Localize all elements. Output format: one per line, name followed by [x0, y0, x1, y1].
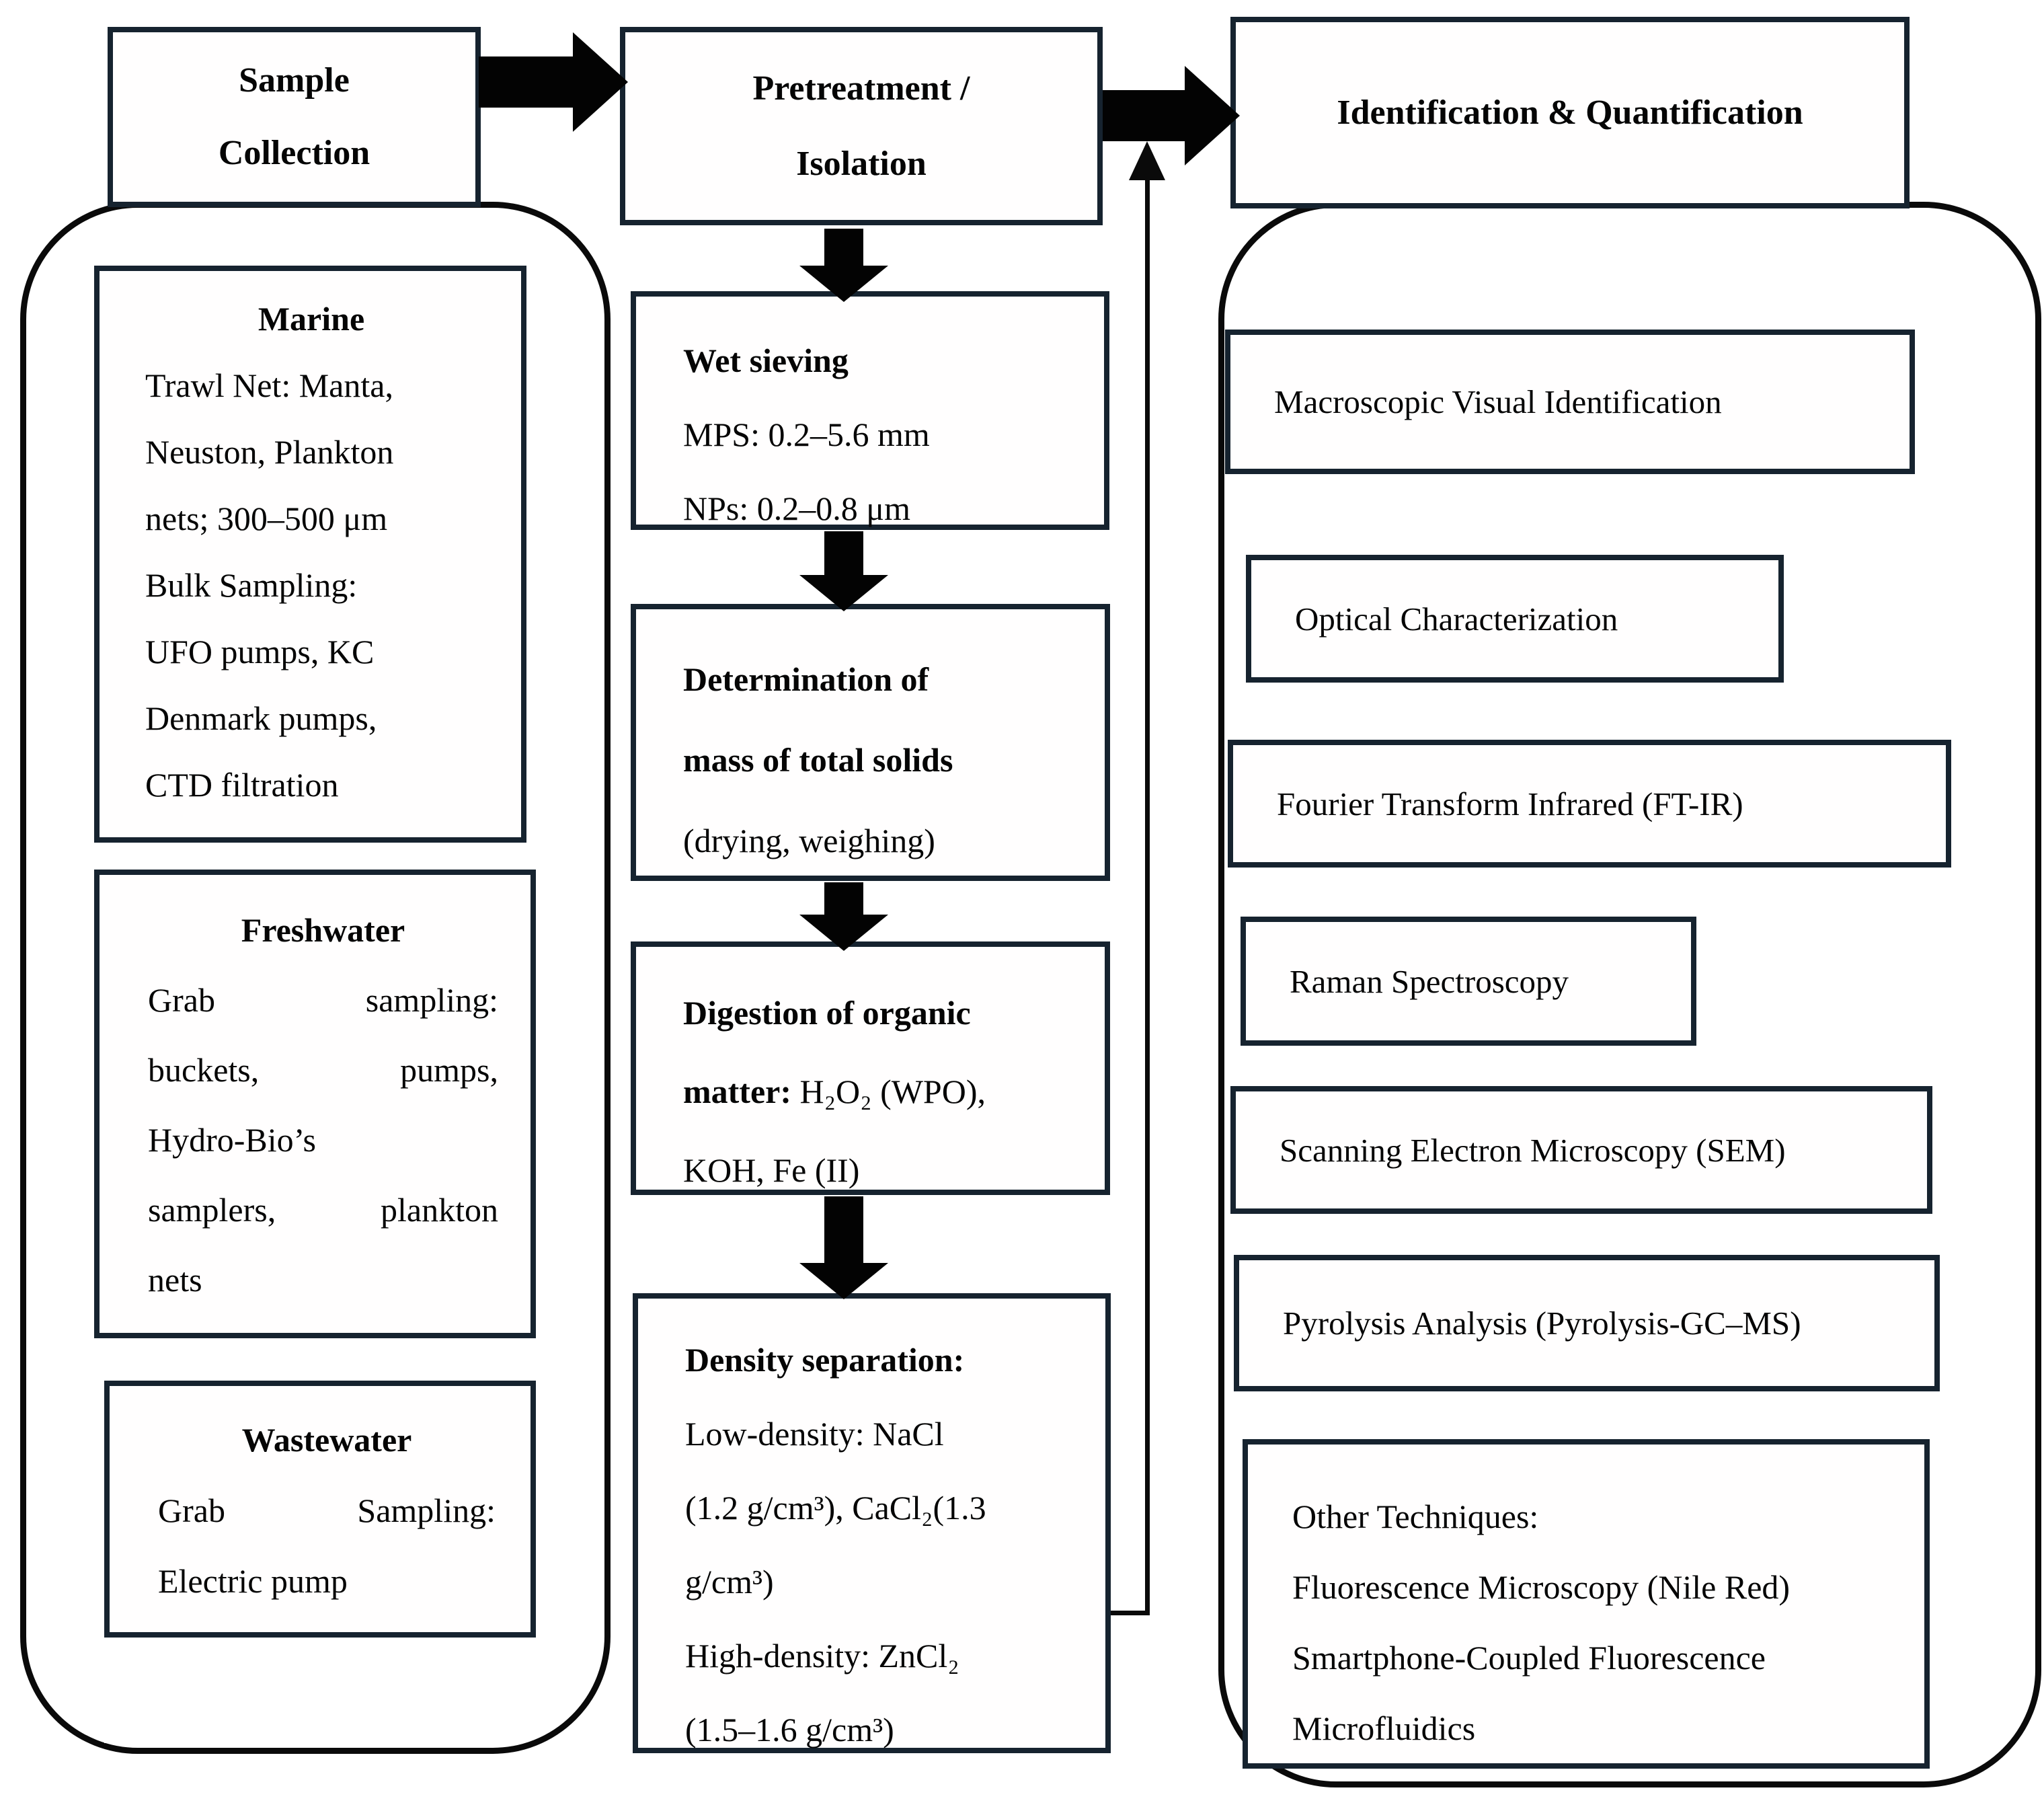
- freshwater-line: buckets, pumps,: [148, 1051, 498, 1089]
- box-pyrolysis: Pyrolysis Analysis (Pyrolysis-GC–MS): [1234, 1255, 1940, 1391]
- density-line: Low-density: NaCl: [685, 1415, 944, 1453]
- wastewater-line: Grab Sampling:: [158, 1492, 496, 1529]
- box-optical-characterization: Optical Characterization: [1246, 555, 1784, 683]
- ftir-label: Fourier Transform Infrared (FT-IR): [1277, 785, 1743, 822]
- density-line: (1.2 g/cm³), CaCl₂(1.3: [685, 1489, 986, 1527]
- arrow-to-density-head-icon: [799, 1263, 888, 1299]
- arrow-to-density-shaft: [824, 1196, 863, 1263]
- box-density-separation: Density separation: Low-density: NaCl (1…: [633, 1293, 1111, 1753]
- box-sem: Scanning Electron Microscopy (SEM): [1230, 1086, 1932, 1214]
- box-macroscopic-visual-identification: Macroscopic Visual Identification: [1225, 330, 1915, 474]
- box-wet-sieving: Wet sieving MPS: 0.2–5.6 mm NPs: 0.2–0.8…: [631, 291, 1109, 530]
- arrow-to-digestion-head-icon: [799, 915, 888, 951]
- macroscopic-label: Macroscopic Visual Identification: [1274, 383, 1722, 420]
- arrow-pretreatment-to-identification-head-icon: [1185, 66, 1240, 165]
- left-container-bottom-gap: [104, 1732, 501, 1743]
- box-pretreatment-isolation: Pretreatment / Isolation: [620, 27, 1103, 225]
- optical-label: Optical Characterization: [1295, 600, 1618, 638]
- arrow-to-digestion-shaft: [824, 882, 863, 915]
- right-container-bottom-gap: [1341, 1766, 1873, 1777]
- digestion-line: matter: H₂O₂ (WPO),: [683, 1052, 1091, 1131]
- sem-label: Scanning Electron Microscopy (SEM): [1280, 1131, 1786, 1169]
- marine-line: nets; 300–500 μm: [145, 500, 388, 537]
- box-determination: Determination of mass of total solids (d…: [631, 604, 1110, 881]
- freshwater-heading: Freshwater: [241, 911, 405, 949]
- digestion-heading-inline: matter:: [683, 1073, 791, 1110]
- other-techniques-line: Fluorescence Microscopy (Nile Red): [1292, 1568, 1791, 1606]
- freshwater-line: Grab sampling:: [148, 981, 498, 1019]
- arrow-sample-to-pretreatment-head-icon: [573, 32, 628, 132]
- arrow-sample-to-pretreatment-shaft: [479, 56, 573, 108]
- sample-collection-title: Sample Collection: [218, 61, 370, 172]
- determination-heading: Determination of: [683, 660, 929, 698]
- box-ftir: Fourier Transform Infrared (FT-IR): [1228, 740, 1951, 868]
- freshwater-line: nets: [148, 1261, 202, 1299]
- digestion-heading: Digestion of organic: [683, 994, 971, 1032]
- digestion-line: KOH, Fe (II): [683, 1151, 860, 1189]
- digestion-reagents: H₂O₂ (WPO),: [791, 1073, 986, 1110]
- density-line: g/cm³): [685, 1563, 774, 1601]
- arrow-to-determination-head-icon: [799, 575, 888, 611]
- box-freshwater: Freshwater Grab sampling: buckets, pumps…: [94, 870, 536, 1338]
- other-techniques-line: Microfluidics: [1292, 1709, 1476, 1747]
- feedback-connector-horizontal: [1111, 1611, 1150, 1615]
- density-line: (1.5–1.6 g/cm³): [685, 1711, 894, 1748]
- box-raman-spectroscopy: Raman Spectroscopy: [1241, 917, 1696, 1046]
- identification-title: Identification & Quantification: [1337, 93, 1803, 132]
- box-sample-collection: Sample Collection: [108, 27, 481, 207]
- marine-line: CTD filtration: [145, 766, 339, 804]
- wastewater-line: Electric pump: [158, 1562, 348, 1600]
- raman-label: Raman Spectroscopy: [1290, 962, 1569, 1000]
- density-heading: Density separation:: [685, 1341, 965, 1379]
- box-other-techniques: Other Techniques: Fluorescence Microscop…: [1243, 1439, 1930, 1769]
- other-techniques-line: Smartphone-Coupled Fluorescence: [1292, 1639, 1766, 1677]
- pyrolysis-label: Pyrolysis Analysis (Pyrolysis-GC–MS): [1283, 1305, 1801, 1342]
- determination-heading: mass of total solids: [683, 741, 953, 779]
- wet-sieving-line: MPS: 0.2–5.6 mm: [683, 416, 930, 453]
- marine-line: Trawl Net: Manta,: [145, 367, 393, 404]
- box-digestion: Digestion of organic matter: H₂O₂ (WPO),…: [631, 941, 1110, 1195]
- wet-sieving-line: NPs: 0.2–0.8 μm: [683, 490, 910, 527]
- density-line: High-density: ZnCl₂: [685, 1637, 959, 1675]
- wastewater-heading: Wastewater: [241, 1421, 412, 1459]
- marine-line: Neuston, Plankton: [145, 433, 394, 471]
- wet-sieving-heading: Wet sieving: [683, 342, 849, 379]
- freshwater-line: Hydro-Bio’s: [148, 1121, 316, 1159]
- marine-line: UFO pumps, KC: [145, 633, 375, 670]
- arrow-to-determination-shaft: [824, 531, 863, 575]
- pretreatment-title: Pretreatment / Isolation: [752, 69, 970, 183]
- arrow-to-wet-sieving-shaft: [824, 229, 863, 266]
- arrow-pretreatment-to-identification-shaft: [1103, 90, 1185, 141]
- arrow-to-wet-sieving-head-icon: [799, 266, 888, 302]
- marine-line: Bulk Sampling:: [145, 566, 358, 604]
- feedback-arrowhead-up-icon: [1129, 141, 1165, 180]
- marine-line: Denmark pumps,: [145, 699, 377, 737]
- determination-line: (drying, weighing): [683, 822, 935, 859]
- feedback-connector-vertical: [1145, 176, 1150, 1615]
- marine-heading: Marine: [258, 300, 365, 338]
- box-marine: Marine Trawl Net: Manta, Neuston, Plankt…: [94, 266, 526, 843]
- freshwater-line: samplers, plankton: [148, 1191, 498, 1229]
- box-wastewater: Wastewater Grab Sampling: Electric pump: [104, 1381, 536, 1638]
- box-identification-quantification: Identification & Quantification: [1230, 17, 1910, 208]
- other-techniques-line: Other Techniques:: [1292, 1498, 1539, 1535]
